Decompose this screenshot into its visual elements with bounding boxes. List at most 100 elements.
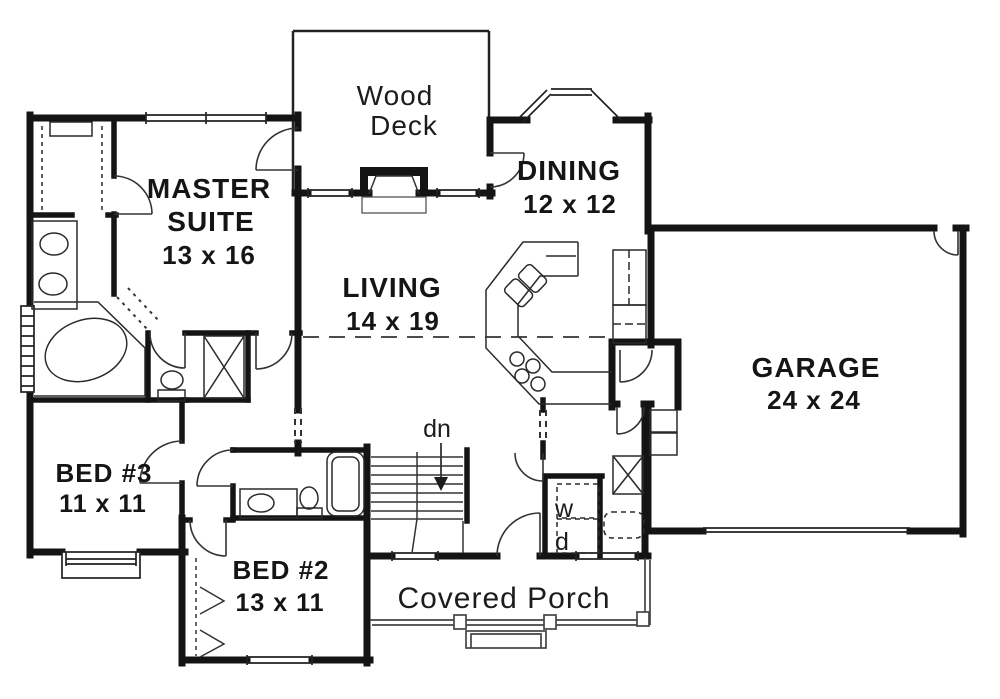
label-master-dims: 13 x 16 (162, 240, 256, 270)
label-garage-name: GARAGE (752, 352, 881, 383)
door-bed2 (189, 519, 227, 557)
label-bed2-name: BED #2 (232, 555, 329, 585)
washer-box (556, 483, 600, 519)
doors (113, 127, 959, 557)
opening-master-bath (116, 287, 159, 330)
label-wood-deck-1: Wood (357, 80, 434, 111)
bed2-closet-bifold (199, 586, 226, 658)
door-garage-mudroom (619, 349, 653, 383)
label-covered-porch: Covered Porch (397, 582, 610, 615)
label-living-name: LIVING (342, 272, 441, 303)
window-living-deck-left (307, 188, 353, 198)
opening-kitchen-entry (539, 410, 547, 443)
door-front-entry (496, 512, 541, 557)
master-shower-x (203, 335, 245, 399)
door-walkin-closet (113, 175, 153, 215)
hall-bath (239, 451, 365, 519)
wall-garage-left (644, 224, 655, 535)
label-washer: w (554, 495, 574, 523)
porch-post-2 (543, 614, 557, 630)
deck-steps (360, 167, 428, 214)
walkin-closet (41, 121, 103, 210)
wc-toilet-tank (157, 389, 186, 402)
window-master-bath-glass (20, 305, 35, 393)
kitchen-counter-caps (546, 242, 579, 276)
closet-shelf (49, 121, 93, 137)
garden-tub (34, 301, 146, 397)
window-bed3-bay (61, 551, 141, 579)
label-bed3-name: BED #3 (55, 458, 152, 488)
window-porch-right (575, 551, 639, 561)
label-dryer: d (555, 528, 569, 556)
wc-toilet-bowl (160, 370, 184, 390)
label-stairs-dn: dn (423, 415, 451, 443)
hall-bath-tub (326, 451, 365, 517)
dryer-box (556, 518, 600, 554)
vanity-sink-1 (39, 232, 69, 256)
window-living-deck-right (436, 188, 480, 198)
vanity-sink-2 (38, 272, 68, 296)
stairs (371, 443, 464, 554)
label-dining-dims: 12 x 12 (523, 189, 617, 219)
wall-mudroom (608, 338, 682, 411)
hall-bath-toilet-tank (296, 507, 323, 519)
porch-post-1 (453, 614, 467, 630)
garage-step-1 (649, 409, 678, 433)
kitchen-cooktop (509, 351, 546, 392)
door-bed3 (139, 440, 183, 484)
label-dining-name: DINING (517, 155, 621, 186)
door-master-entry (255, 332, 293, 370)
label-garage-dims: 24 x 24 (767, 385, 861, 415)
kitchen-sink (503, 263, 548, 308)
door-entry-closet (514, 452, 544, 482)
stairs-down-arrow-head (434, 477, 448, 491)
door-mudroom-hall (616, 406, 645, 435)
porch-steps-inner (470, 633, 542, 648)
labels: Wood Deck DINING 12 x 12 MASTER SUITE 13… (55, 80, 881, 617)
hall-bath-sink (247, 493, 275, 513)
stair-stringer (411, 452, 464, 554)
door-deck-to-dining (489, 152, 525, 188)
deck-step-header (360, 167, 428, 176)
door-garage-service (933, 230, 959, 256)
deck-landing (361, 196, 427, 214)
label-wood-deck-2: Deck (370, 110, 438, 141)
porch-edge-bottom (370, 619, 650, 626)
windows (20, 88, 910, 665)
master-vanity (31, 220, 78, 310)
closet-rods (41, 126, 103, 210)
master-wc (157, 335, 245, 402)
porch-steps-outer (465, 630, 547, 649)
hall-bath-tub-inner (331, 456, 360, 512)
deck-step-treads (368, 175, 420, 195)
utility-box-x (612, 455, 644, 495)
door-hall-bath (196, 449, 234, 487)
hall-bath-toilet-bowl (299, 486, 319, 510)
label-master-name-2: SUITE (167, 206, 254, 237)
door-master-wc (149, 332, 186, 369)
porch (370, 558, 651, 649)
bench-dashed (603, 511, 645, 539)
laundry-area (556, 409, 678, 554)
window-master-top (145, 112, 267, 124)
cased-openings (116, 287, 547, 443)
garage-door (703, 527, 910, 533)
kitchen-counter-inner (517, 275, 612, 373)
deck-step-post-left (360, 167, 368, 196)
garage-step-2 (649, 432, 678, 456)
porch-post-3 (636, 611, 650, 627)
deck-step-post-right (420, 167, 428, 196)
interior-walls (27, 115, 605, 559)
bed2-closet (195, 558, 226, 658)
hall-bath-vanity (239, 488, 298, 519)
label-living-dims: 14 x 19 (346, 306, 440, 336)
door-master-to-deck (255, 127, 299, 171)
window-porch-left (391, 551, 439, 561)
label-master-name-1: MASTER (147, 173, 271, 204)
utility-box (612, 455, 644, 495)
kitchen-counter-outer (485, 241, 612, 405)
label-bed3-dims: 11 x 11 (59, 490, 147, 518)
wood-deck (291, 29, 491, 191)
